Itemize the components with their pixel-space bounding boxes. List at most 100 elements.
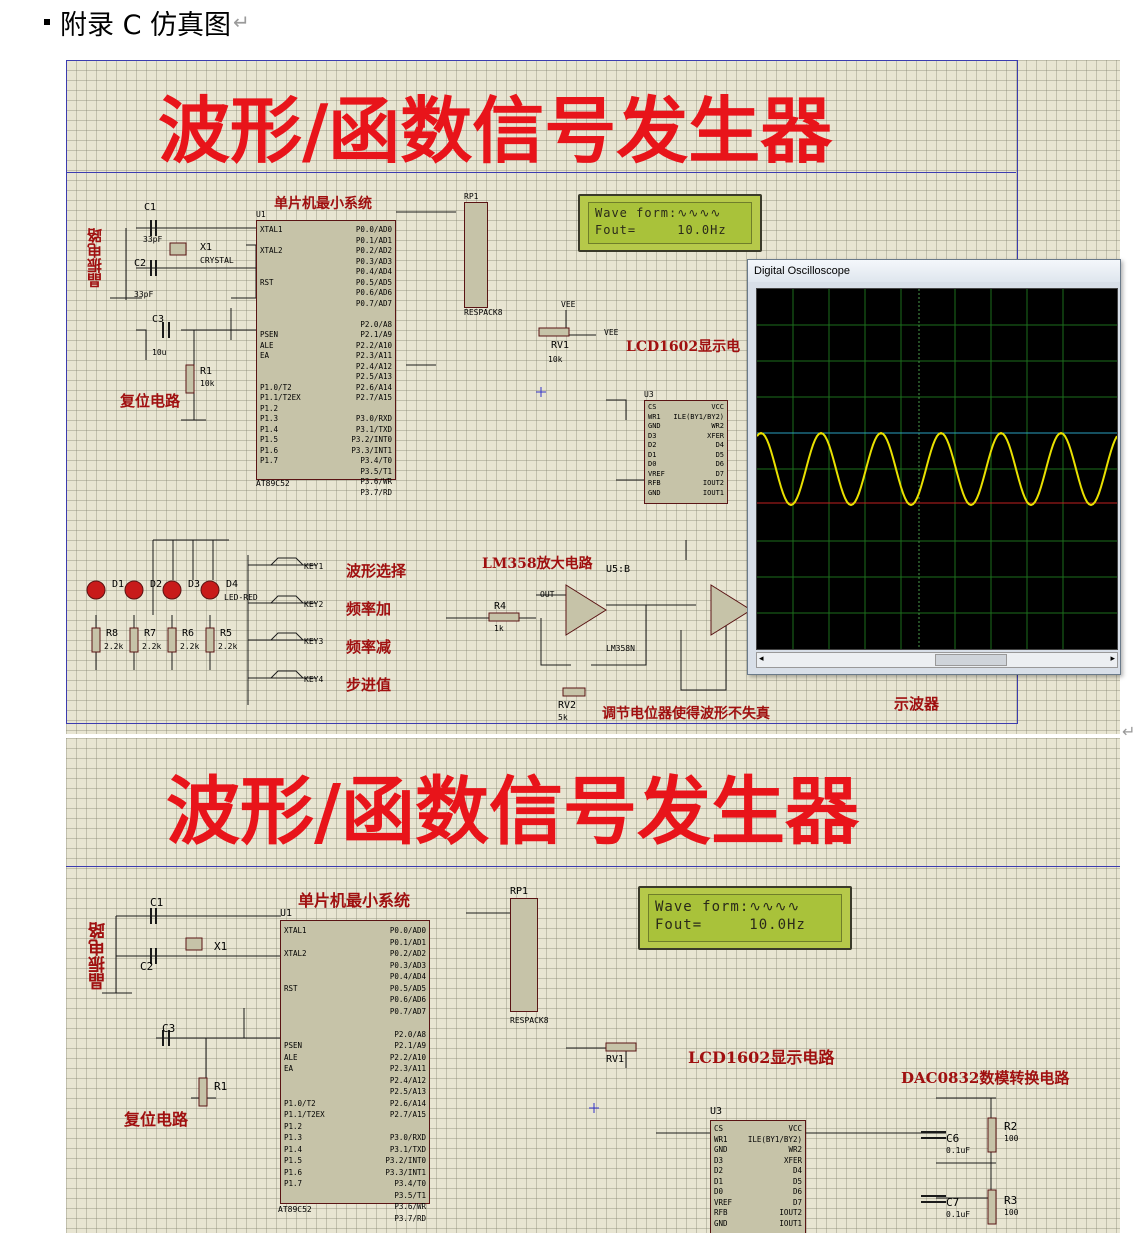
mcu-left-pins: XTAL1 XTAL2 RST PSEN ALE EA P1.0/T2 P1.1… [260,225,301,465]
dac-chip-2: CS WR1 GND D3 D2 D1 D0 VREF RFB GND VCC … [710,1120,806,1233]
oscilloscope-window[interactable]: Digital Oscilloscope ◂ ▸ [747,259,1121,675]
part-c1-2: C1 [150,896,164,909]
label-pot-note: 调节电位器使得波形不失真 [602,706,770,722]
part-rv2: RV2 [558,700,577,711]
label-crystal-circuit: 晶振电路 [86,228,104,288]
mcu-chip-at89c52: XTAL1 XTAL2 RST PSEN ALE EA P1.0/T2 P1.1… [256,220,396,497]
label-reset-circuit-2: 复位电路 [124,1110,189,1129]
part-c2-value: 33pF [134,290,154,299]
part-rv1-2: RV1 [606,1054,625,1065]
part-c3: C3 [152,314,165,325]
label-lcd-circuit-2: LCD1602显示电路 [688,1048,835,1067]
dac-left-pins-2: CS WR1 GND D3 D2 D1 D0 VREF RFB GND [714,1124,733,1228]
part-lm358: LM358N [606,644,635,653]
part-rv2-value: 5k [558,713,568,722]
dac-right-pins-2: VCC ILE(BY1/BY2) WR2 XFER D4 D5 D6 D7 IO… [747,1124,802,1228]
title-divider-2 [66,866,1120,868]
part-r2: R2 [1004,1120,1018,1133]
part-c2-2: C2 [140,960,154,973]
schematic-wiring [86,211,752,705]
yellow-sine-trace [756,431,1118,507]
lcd-line-2-2: Fout= 10.0Hz [655,917,806,933]
label-wave-select: 波形选择 [346,562,407,580]
part-c6-value: 0.1uF [946,1146,971,1155]
part-r1: R1 [200,366,213,377]
label-reset-circuit: 复位电路 [120,392,181,410]
appendix-heading: 附录 C 仿真图 ↵ [44,2,250,42]
part-key2: KEY2 [304,600,324,609]
part-key1: KEY1 [304,562,324,571]
heading-text: 附录 C 仿真图 [60,9,232,41]
part-c2: C2 [134,258,147,269]
part-rp1-value-2: RESPACK8 [510,1016,549,1025]
lcd-display-2: Wave form:∿∿∿∿ Fout= 10.0Hz [638,886,852,950]
part-r7-value: 2.2k [142,642,162,651]
scroll-left-icon[interactable]: ◂ [759,654,764,664]
part-c1-value: 33pF [143,235,163,244]
part-d3: D3 [188,579,201,590]
part-rv1: RV1 [551,340,570,351]
scroll-right-icon[interactable]: ▸ [1110,654,1115,664]
resistor-pack-rp1 [464,202,488,308]
lcd-screen-2: Wave form:∿∿∿∿ Fout= 10.0Hz [648,894,842,942]
part-r3-value: 100 [1004,1208,1019,1217]
part-u3: U3 [644,390,654,399]
part-vee-2: VEE [604,328,619,337]
part-r3: R3 [1004,1194,1018,1207]
part-r8: R8 [106,628,119,639]
oscilloscope-titlebar[interactable]: Digital Oscilloscope [748,260,1120,282]
part-rv1-value: 10k [548,355,563,364]
part-u5: U5:B [606,564,631,575]
part-u3-2: U3 [710,1106,723,1117]
part-r1-2: R1 [214,1080,228,1093]
lcd-screen: Wave form:∿∿∿∿ Fout= 10.0Hz [588,202,752,244]
return-mark-icon: ↵ [233,10,250,34]
label-freq-up: 频率加 [346,600,392,618]
part-vee-1: VEE [561,300,576,309]
oscilloscope-scrollbar[interactable]: ◂ ▸ [756,652,1118,668]
part-r7: R7 [144,628,157,639]
label-mcu-system-2: 单片机最小系统 [298,891,411,910]
simulation-screenshot-2: 波形/函数信号发生器 [66,738,1120,1233]
part-rp1: RP1 [464,192,479,201]
part-u1: U1 [256,210,266,219]
label-scope: 示波器 [894,695,940,713]
schematic-title: 波形/函数信号发生器 [158,88,833,173]
schematic-wiring-2 [102,908,997,1225]
label-lcd-circuit: LCD1602显示电 [626,339,741,355]
mcu-chip-at89c52-2: XTAL1 XTAL2 RST PSEN ALE EA P1.0/T2 P1.1… [280,920,430,1223]
bullet-icon [44,19,50,25]
part-u1-value: AT89C52 [256,479,290,488]
mcu-right-pins-2: P0.0/AD0 P0.1/AD1 P0.2/AD2 P0.3/AD3 P0.4… [385,926,426,1223]
dac-chip: CS WR1 GND D3 D2 D1 D0 VREF RFB GND VCC … [644,400,728,504]
lcd-line-2: Fout= 10.0Hz [595,223,727,237]
return-mark-icon-2: ↵ [1122,722,1136,741]
part-d4: D4 [226,579,239,590]
schematic-title-2: 波形/函数信号发生器 [166,769,860,855]
part-c3-value: 10u [152,348,167,357]
label-amplifier: LM358放大电路 [482,556,593,572]
part-c7-value: 0.1uF [946,1210,971,1219]
oscilloscope-display [756,288,1118,650]
part-led-value: LED-RED [224,593,258,602]
title-divider [66,172,1016,174]
scroll-thumb[interactable] [935,654,1007,666]
label-freq-down: 频率减 [346,638,392,656]
part-r2-value: 100 [1004,1134,1019,1143]
mcu-right-pins: P0.0/AD0 P0.1/AD1 P0.2/AD2 P0.3/AD3 P0.4… [351,225,392,497]
lcd-line-1-2: Wave form:∿∿∿∿ [655,899,801,915]
lcd-line-1: Wave form:∿∿∿∿ [595,206,722,220]
part-x1-2: X1 [214,940,228,953]
label-step: 步进值 [346,676,392,694]
part-r4-value: 1k [494,624,504,633]
part-x1: X1 [200,242,213,253]
label-dac-circuit: DAC0832数模转换电路 [901,1069,1070,1087]
part-r6: R6 [182,628,195,639]
part-r5-value: 2.2k [218,642,238,651]
part-r6-value: 2.2k [180,642,200,651]
part-c3-2: C3 [162,1022,176,1035]
lcd-display: Wave form:∿∿∿∿ Fout= 10.0Hz [578,194,762,252]
part-out: OUT [540,590,555,599]
dac-left-pins: CS WR1 GND D3 D2 D1 D0 VREF RFB GND [648,403,665,497]
part-key4: KEY4 [304,675,324,684]
